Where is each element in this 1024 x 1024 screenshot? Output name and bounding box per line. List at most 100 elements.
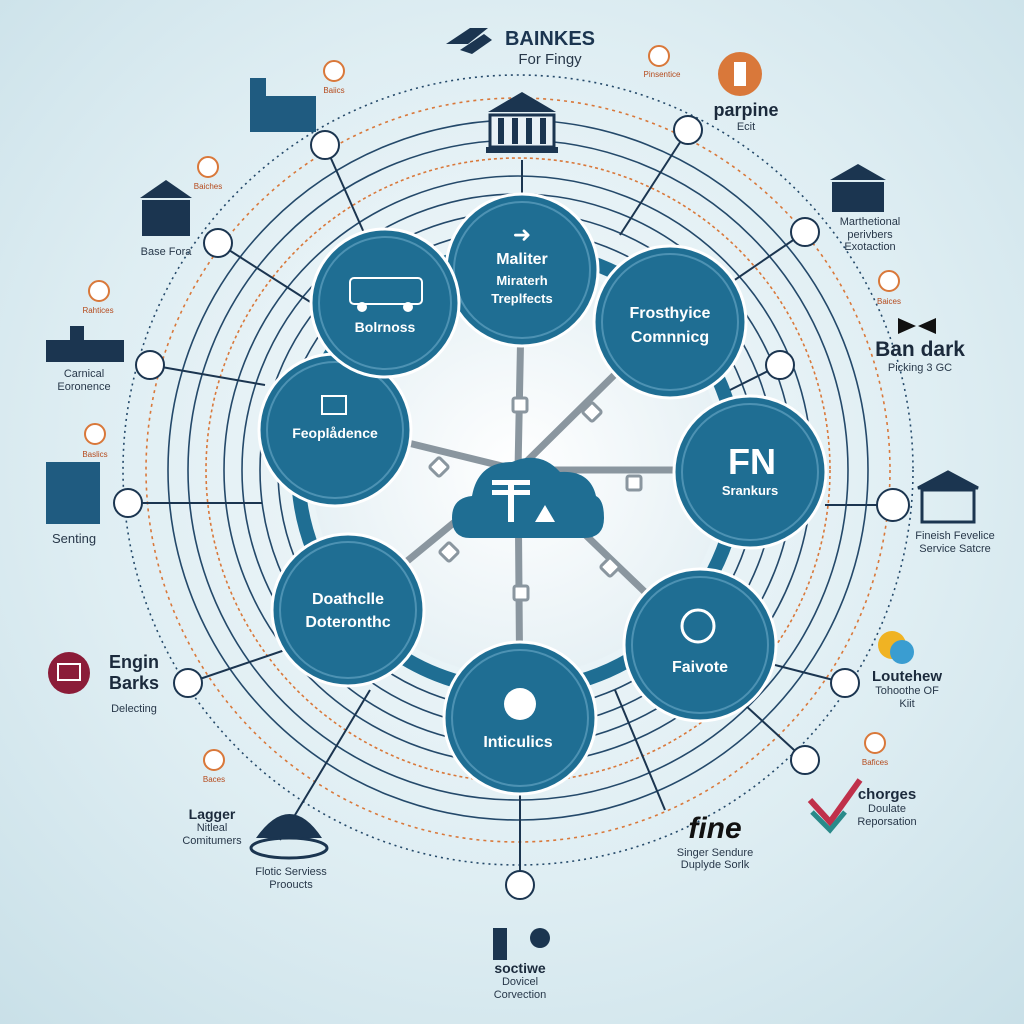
tag-4: Rahtices (82, 306, 114, 315)
hub-feopladence-l1: Feoplådence (292, 425, 378, 441)
flotic-l2: Prooucts (269, 878, 313, 891)
chorges-l2: Reporsation (857, 815, 917, 828)
loutehew-l2: Kiit (899, 697, 915, 710)
hub-doathelle-l1: Doathclle (312, 591, 384, 608)
chorges-l1: Doulate (868, 803, 906, 816)
badge-left-3 (84, 423, 106, 445)
lagger-l1: Nitleal (196, 822, 228, 835)
badge-left-2 (88, 280, 110, 302)
loutehew-title: Loutehew (872, 668, 942, 685)
hub-fn: FN Srankurs (672, 394, 828, 550)
soctive-title: soctiwe (494, 960, 546, 976)
label-lagger: Lagger Nitleal Comitumers (170, 806, 254, 847)
fineish-l2: Service Satcre (919, 542, 991, 555)
tag-3: Baiches (193, 182, 223, 191)
badge-right-1 (878, 270, 900, 292)
marthetional-l2: perivbers (847, 228, 893, 241)
label-fine: fine Singer Sendure Duplyde Sorlk (640, 812, 790, 872)
label-base-fora: Base Fora (126, 246, 206, 259)
fineish-l1: Fineish Fevelice (915, 530, 995, 542)
soctive-l1: Dovicel (501, 976, 539, 989)
label-engin: Engin Barks Delecting (94, 652, 174, 716)
base-fora-title: Base Fora (140, 246, 192, 258)
soctive-l2: Corvection (493, 988, 547, 1001)
hub-maliter-l1: Maliter (496, 251, 548, 268)
arrow-icon: ➜ (513, 222, 531, 247)
hub-doathelle: Doathclle Doteronthc (270, 532, 426, 688)
loutehew-l1: Tohoothe OF (875, 685, 939, 698)
ban-dark-title: Ban dark (875, 338, 965, 361)
hub-frosthyice: Frosthyice Comnnicg (592, 244, 748, 400)
leaf-icon (504, 688, 536, 720)
fine-title: fine (688, 812, 742, 845)
check-logo-icon (807, 778, 863, 834)
cloud-icon (452, 457, 604, 538)
engin-l2: Barks (108, 672, 160, 693)
bank-building-icon-left (140, 180, 192, 236)
hub-bolrnoss-l1: Bolrnoss (355, 319, 416, 335)
marthetional-l1: Marthetional (839, 216, 901, 228)
brand-logo-icon (446, 28, 492, 54)
tag-5: Baslics (82, 450, 108, 459)
colorful-logo-icon (878, 631, 914, 664)
hub-maliter: Maliter Miraterh Treplfects ➜ (444, 192, 600, 348)
hub-bolrnoss: Bolrnoss (309, 227, 461, 379)
engin-l1: Engin (109, 652, 159, 672)
parpine-title: parpine (713, 100, 779, 120)
lagger-dome-icon (249, 814, 329, 860)
person-icon (493, 928, 550, 960)
hub-frosthyice-l2: Comnnicg (631, 329, 709, 346)
hub-fn-l1: FN (728, 441, 776, 482)
hub-maliter-l2: Miraterh (496, 273, 547, 288)
parpine-logo-icon (718, 52, 762, 96)
badge-top-right (648, 45, 670, 67)
label-marthetional: Marthetional perivbers Exotaction (815, 216, 925, 254)
engin-sub: Delecting (111, 703, 157, 716)
label-soctive: soctiwe Dovicel Corvection (465, 960, 575, 1001)
tag-2: Pinsentice (643, 70, 681, 79)
link-nodes[interactable] (113, 115, 910, 900)
hub-inticulics-l1: Inticulics (483, 734, 552, 751)
hub-inticulics: Inticulics (442, 640, 598, 796)
hub-doathelle-l2: Doteronthc (305, 614, 390, 631)
label-carnical: Carnical Eoronence (32, 368, 136, 393)
label-parpine: parpine Ecit (696, 100, 796, 133)
badge-left-4 (203, 749, 225, 771)
carnical-l1: Carnical (63, 368, 105, 380)
lagger-title: Lagger (188, 806, 236, 822)
lagger-l2: Comitumers (182, 834, 242, 847)
badge-top-left (323, 60, 345, 82)
atm-icon (46, 462, 100, 524)
parpine-sub: Ecit (736, 120, 756, 133)
brand-block: BAINKES For Fingy (480, 28, 620, 68)
label-senting: Senting (32, 531, 116, 547)
faivote-icon (680, 608, 716, 644)
hub-faivote-l1: Faivote (672, 659, 728, 676)
office-building-icon (250, 78, 316, 132)
label-fineish: Fineish Fevelice Service Satcre (900, 530, 1010, 555)
flotic-l1: Flotic Serviess (255, 866, 327, 878)
tag-1: Baiics (323, 86, 345, 95)
ban-dark-sub: Picking 3 GC (887, 362, 953, 375)
chorges-title: chorges (857, 786, 917, 803)
hub-faivote: Faivote (622, 567, 778, 723)
badge-left-1 (197, 156, 219, 178)
bank-building-icon-right (830, 164, 886, 212)
label-loutehew: Loutehew Tohoothe OF Kiit (852, 668, 962, 711)
truck-icon (349, 277, 423, 305)
tag-6: Baces (202, 775, 226, 784)
label-chorges: chorges Doulate Reporsation (832, 786, 942, 829)
radial-links (128, 129, 893, 885)
storefront-icon (917, 470, 979, 524)
hubs[interactable]: Maliter Miraterh Treplfects ➜ Frosthyice… (257, 192, 828, 796)
engin-logo-icon (48, 652, 90, 694)
hub-maliter-l3: Treplfects (491, 291, 552, 306)
hub-frosthyice-l1: Frosthyice (630, 305, 711, 322)
badge-right-2 (864, 732, 886, 754)
hub-fn-l2: Srankurs (722, 483, 778, 498)
tag-8: Bafices (861, 758, 889, 767)
document-icon (321, 395, 347, 415)
fine-l1: Singer Sendure (676, 846, 754, 859)
fine-l2: Duplyde Sorlk (680, 859, 750, 872)
